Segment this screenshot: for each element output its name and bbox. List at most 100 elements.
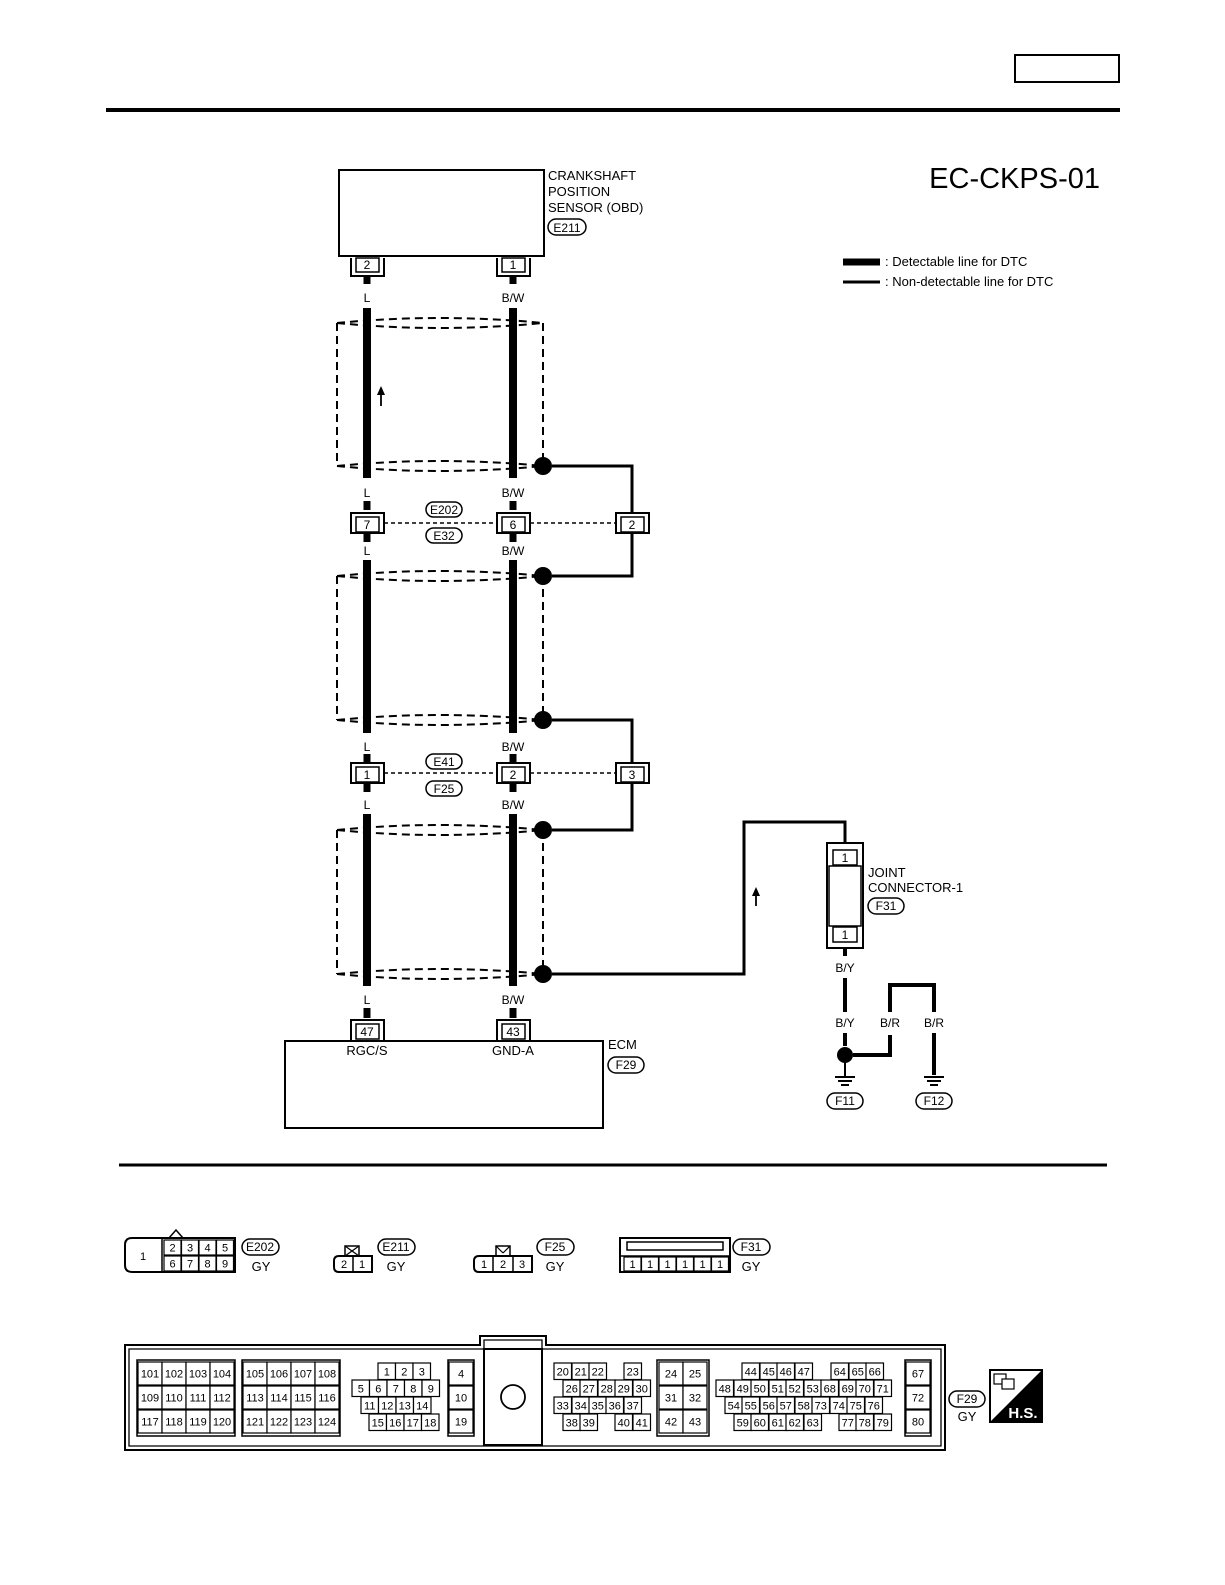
- pin-2: 2: [510, 768, 517, 782]
- e211-pin-2: 2: [341, 1259, 347, 1271]
- pin-number: 32: [689, 1393, 701, 1405]
- pin-number: 67: [912, 1369, 924, 1381]
- shield-drain-dot: [534, 567, 552, 585]
- wire-color-right: B/W: [502, 993, 525, 1007]
- pin-number: 14: [416, 1400, 428, 1412]
- shield-drain-wire: [552, 718, 634, 764]
- pin-number: 10: [455, 1393, 467, 1405]
- connector-e202-e32: 7 6 2 E202 E32: [350, 501, 650, 544]
- hs-logo: H.S.: [989, 1369, 1043, 1423]
- connector-view-f29-tag: [948, 1390, 986, 1408]
- pin-number: 112: [213, 1393, 231, 1405]
- sensor-name-line1: CRANKSHAFT: [548, 168, 636, 183]
- pin-number: 31: [665, 1393, 677, 1405]
- connector-icon: [1001, 1378, 1015, 1390]
- pin-number: 35: [592, 1400, 604, 1412]
- ecm-pin-47: 47: [360, 1025, 374, 1039]
- pin-number: 110: [165, 1393, 183, 1405]
- wire-color-right: B/W: [502, 544, 525, 558]
- pin-number: 45: [763, 1366, 775, 1378]
- pin-number: 9: [222, 1259, 228, 1271]
- hs-logo-text: H.S.: [1008, 1405, 1037, 1422]
- wire-color-right: B/W: [502, 486, 525, 500]
- ground-f12: F12: [915, 1076, 953, 1110]
- connector-view-e202-color: GY: [252, 1259, 271, 1274]
- pin-number: 78: [859, 1417, 871, 1429]
- connector-view-f25-id: F25: [545, 1240, 566, 1254]
- pin-number: 26: [566, 1383, 578, 1395]
- pin-number: 65: [852, 1366, 864, 1378]
- pin-cell: [682, 1361, 708, 1386]
- pin-number: 1: [647, 1259, 653, 1271]
- pin-number: 7: [393, 1383, 399, 1395]
- joint-bus: [828, 865, 862, 927]
- pin-number: 29: [618, 1383, 630, 1395]
- wire-br: [853, 1035, 892, 1057]
- pin-number: 105: [246, 1369, 264, 1381]
- ecm-terminal-gnda: GND-A: [492, 1043, 534, 1058]
- shield-drain-wire: [552, 533, 634, 578]
- pin-number: 24: [665, 1369, 677, 1381]
- wire-color-left: L: [364, 740, 371, 754]
- wire-color-left: L: [364, 993, 371, 1007]
- joint-name-line2: CONNECTOR-1: [868, 880, 963, 895]
- joint-pin-bottom-box: [832, 926, 858, 943]
- ecm-connector-id: F29: [616, 1058, 637, 1072]
- ground-f11-id: F11: [835, 1094, 855, 1108]
- page-number-box: [1014, 54, 1120, 83]
- pin-cell: [448, 1385, 474, 1410]
- pin-number: 44: [745, 1366, 757, 1378]
- ground-f12-tag: [915, 1092, 953, 1110]
- connector-view-f31-id: F31: [741, 1240, 762, 1254]
- pin-number: 103: [189, 1369, 207, 1381]
- pin-number: 121: [246, 1417, 264, 1429]
- pin-number: 4: [458, 1369, 464, 1381]
- pin-number: 36: [609, 1400, 621, 1412]
- pin-cell: [632, 1413, 652, 1432]
- pin-cell: [215, 1255, 235, 1272]
- pin-2: 2: [629, 518, 636, 532]
- pin-number: 49: [737, 1383, 749, 1395]
- pin-number: 38: [566, 1417, 578, 1429]
- shield-section-3: [336, 824, 544, 980]
- pin-cell: [905, 1361, 931, 1386]
- pin-cell: [710, 1256, 730, 1272]
- pin-number: 116: [318, 1393, 336, 1405]
- connector-id-e32: E32: [433, 529, 455, 543]
- wire-color-left: L: [364, 486, 371, 500]
- pin-cell: [905, 1385, 931, 1410]
- wire-color-right: B/W: [502, 740, 525, 754]
- pin-number: 118: [165, 1417, 183, 1429]
- pin-number: 1: [682, 1259, 688, 1271]
- sensor-name-line3: SENSOR (OBD): [548, 200, 643, 215]
- pin-number: 27: [583, 1383, 595, 1395]
- pin-number: 102: [165, 1369, 183, 1381]
- pin-number: 7: [187, 1259, 193, 1271]
- connector-view-e211: 2 1 E211 GY: [333, 1238, 416, 1274]
- pin-number: 47: [798, 1366, 810, 1378]
- pin-number: 69: [842, 1383, 854, 1395]
- pin-number: 40: [618, 1417, 630, 1429]
- connector-view-e202-tag: [241, 1238, 280, 1256]
- joint-connector-id: F31: [876, 899, 897, 913]
- ground-f11: F11: [826, 1063, 864, 1110]
- connector-id-e41: E41: [433, 755, 455, 769]
- joint-name-line1: JOINT: [868, 865, 906, 880]
- pin-number: 113: [246, 1393, 264, 1405]
- pin-cell: [420, 1413, 440, 1432]
- pin-3: 3: [629, 768, 636, 782]
- shield-section-2: [336, 570, 544, 726]
- pin-number: 61: [772, 1417, 784, 1429]
- connector-view-e211-id: E211: [382, 1240, 409, 1254]
- connector-view-f29-id: F29: [957, 1392, 978, 1406]
- pin-number: 72: [912, 1393, 924, 1405]
- pin-number: 62: [789, 1417, 801, 1429]
- pin-number: 51: [772, 1383, 784, 1395]
- pin-number: 114: [270, 1393, 288, 1405]
- pin-number: 79: [877, 1417, 889, 1429]
- joint-pin-bottom: 1: [842, 928, 849, 942]
- pin-number: 4: [204, 1243, 210, 1255]
- f25-pin-3: 3: [519, 1259, 525, 1271]
- pin-number: 23: [627, 1366, 639, 1378]
- pin-number: 6: [375, 1383, 381, 1395]
